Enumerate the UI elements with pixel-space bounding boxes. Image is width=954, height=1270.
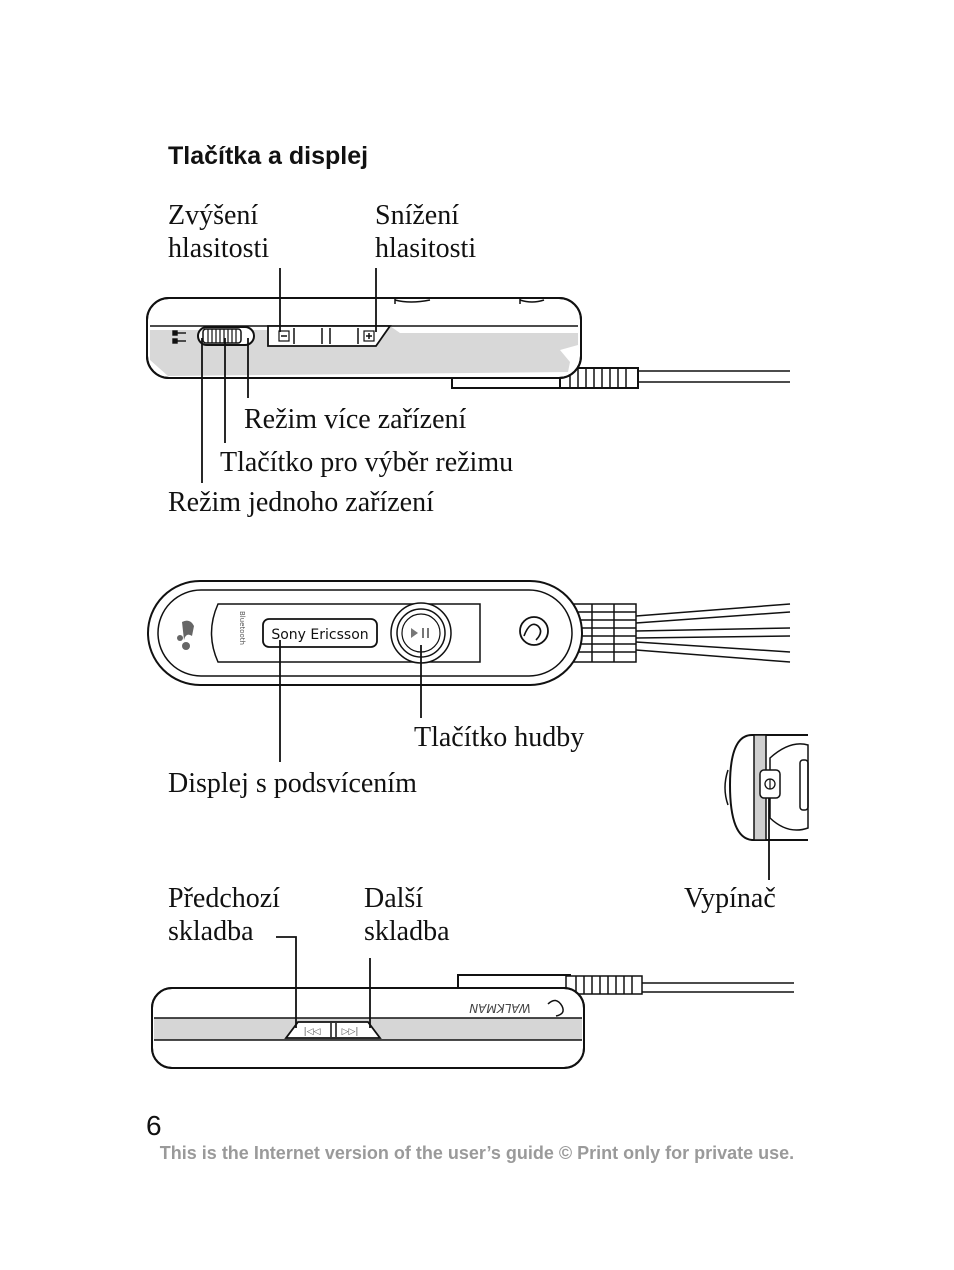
device-bottom-view: |◁◁ ▷▷| WALKMAN <box>151 974 794 1069</box>
leader-lines-front <box>279 640 422 762</box>
mode-select-button-label: Tlačítko pro výběr režimu <box>220 447 514 478</box>
walkman-logo-icon <box>177 620 194 650</box>
brand-text: Sony Ericsson <box>271 627 368 643</box>
multi-device-mode-label: Režim více zařízení <box>244 404 467 435</box>
walkman-wordmark: WALKMAN <box>469 1001 531 1015</box>
svg-text:|◁◁: |◁◁ <box>304 1027 321 1037</box>
device-side-view <box>724 734 809 841</box>
music-button-label: Tlačítko hudby <box>414 722 585 753</box>
backlit-display-label: Displej s podsvícením <box>168 768 417 799</box>
svg-text:▷▷|: ▷▷| <box>342 1027 359 1037</box>
page-title: Tlačítka a displej <box>168 142 369 170</box>
device-front-view: Sony Ericsson Bluetooth <box>147 580 791 686</box>
sony-ericsson-logo-icon <box>519 616 549 646</box>
page-number: 6 <box>146 1110 162 1141</box>
power-switch-label: Vypínač <box>684 883 776 914</box>
leader-lines-bottom <box>276 936 371 1028</box>
leader-lines-top <box>201 268 377 483</box>
device-top-view <box>146 297 790 389</box>
single-device-mode-label: Režim jednoho zařízení <box>168 487 434 518</box>
bluetooth-text: Bluetooth <box>238 611 246 645</box>
footer-note: This is the Internet version of the user… <box>159 1143 795 1163</box>
